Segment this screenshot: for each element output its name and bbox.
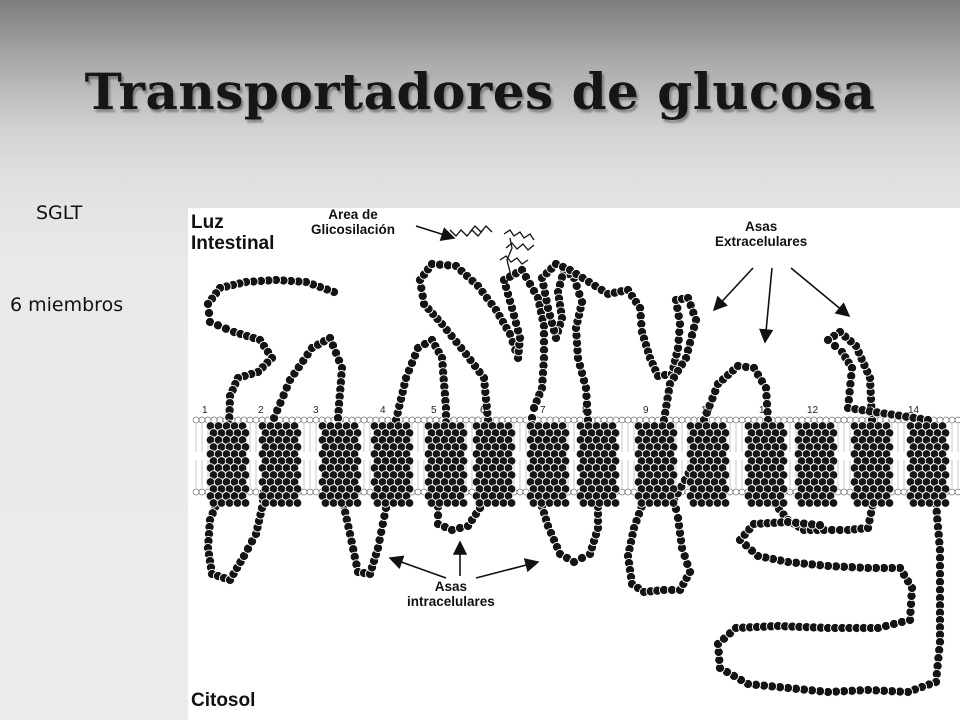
helix-number: 7 bbox=[540, 405, 546, 416]
annotation-arrows bbox=[388, 225, 851, 579]
glycosylation-chains bbox=[449, 225, 535, 287]
helix-number: 11 bbox=[759, 405, 770, 416]
slide-title: Transportadores de glucosa bbox=[84, 62, 876, 121]
membrane-topology-figure: Luz Intestinal Area de Glicosilación Asa… bbox=[188, 207, 960, 720]
helix-number: 3 bbox=[313, 405, 319, 416]
extracellular-loops-label: Asas Extracelulares bbox=[715, 219, 808, 249]
members-label: 6 miembros bbox=[10, 294, 124, 316]
helix-number: 10 bbox=[701, 405, 713, 416]
helix-number: 13 bbox=[861, 405, 873, 416]
lumen-label: Luz Intestinal bbox=[191, 212, 275, 254]
helix-number: 2 bbox=[258, 405, 264, 416]
helix-number: 1 bbox=[202, 405, 208, 416]
amino-acid-chain bbox=[202, 258, 951, 698]
sglt-label: SGLT bbox=[36, 202, 83, 224]
helix-number: 4 bbox=[380, 405, 386, 416]
topology-drawing bbox=[192, 225, 960, 698]
helix-number: 5 bbox=[431, 405, 437, 416]
glycosylation-label: Area de Glicosilación bbox=[311, 207, 396, 237]
helix-number: 9 bbox=[643, 405, 649, 416]
cytosol-label: Citosol bbox=[191, 690, 256, 711]
helix-number: 8 bbox=[582, 405, 588, 416]
helix-number: 14 bbox=[908, 405, 920, 416]
intracellular-loops-label: Asas intracelulares bbox=[407, 579, 495, 609]
helix-number: 12 bbox=[807, 405, 819, 416]
helix-number: 6 bbox=[480, 405, 486, 416]
